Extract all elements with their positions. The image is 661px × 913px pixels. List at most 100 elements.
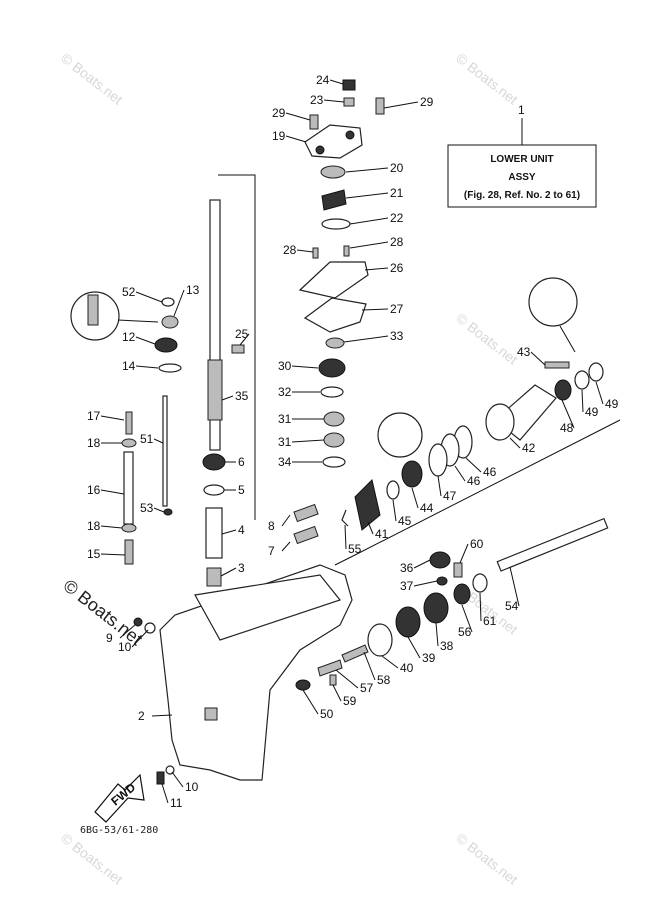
callout-40: 40 — [400, 661, 414, 675]
callout-56: 56 — [458, 625, 472, 639]
callout-33: 33 — [390, 329, 404, 343]
callout-10: 10 — [185, 780, 199, 794]
gearcase-housing — [133, 564, 353, 785]
callout-42: 42 — [522, 441, 536, 455]
callout-leader — [344, 524, 347, 550]
callout-15: 15 — [87, 547, 101, 561]
callout-7: 7 — [268, 544, 275, 558]
callout-18: 18 — [87, 436, 101, 450]
case-top-face — [194, 574, 342, 641]
callout-24: 24 — [316, 73, 330, 87]
callout-29: 29 — [420, 95, 434, 109]
callout-leader — [509, 566, 520, 607]
callout-leader — [135, 336, 156, 345]
part-20-liner — [320, 165, 346, 179]
detail-leader — [117, 319, 159, 323]
callout-18: 18 — [87, 519, 101, 533]
part-49 — [574, 370, 590, 390]
callout-53: 53 — [140, 501, 154, 515]
part-6 — [202, 453, 226, 471]
callout-51: 51 — [140, 432, 154, 446]
drive-shaft-parts — [70, 174, 319, 587]
part-53 — [163, 508, 173, 516]
callout-leader — [479, 592, 482, 622]
callout-leader — [509, 437, 521, 449]
part-29 — [375, 97, 385, 115]
callout-35: 35 — [235, 389, 249, 403]
callout-leader — [100, 525, 123, 529]
callout-31: 31 — [278, 435, 292, 449]
callout-leader — [220, 567, 237, 577]
part-55 — [341, 509, 349, 527]
callout-leader — [296, 249, 314, 253]
callout-leader — [407, 636, 421, 659]
drawing-code: 6BG-53/61-280 — [80, 825, 158, 836]
part-24 — [342, 79, 356, 91]
callout-14: 14 — [122, 359, 136, 373]
part-44 — [401, 460, 423, 488]
callout-leader — [100, 553, 126, 556]
callout-leader — [363, 651, 376, 681]
part-31 — [323, 432, 345, 448]
callout-28: 28 — [283, 243, 297, 257]
callout-leader — [291, 439, 325, 443]
callout-19: 19 — [272, 129, 286, 143]
callout-21: 21 — [390, 186, 404, 200]
callout-leader — [131, 629, 149, 648]
callout-leader — [454, 465, 466, 482]
part-13 — [161, 315, 179, 329]
part-36-pinion — [429, 551, 451, 569]
part-54-prop-shaft — [496, 517, 609, 572]
callout-6: 6 — [238, 455, 245, 469]
part-7 — [293, 525, 319, 545]
part-29 — [309, 114, 319, 130]
callout-leader — [595, 381, 604, 405]
part-11 — [156, 771, 165, 785]
part-23 — [343, 97, 355, 107]
part-30 — [318, 358, 346, 378]
callout-46: 46 — [467, 474, 481, 488]
part-27-gasket — [303, 297, 367, 333]
callout-5: 5 — [238, 483, 245, 497]
part-41-gear — [354, 479, 381, 531]
callout-44: 44 — [420, 501, 434, 515]
callout-leader — [465, 457, 482, 473]
callout-43: 43 — [517, 345, 531, 359]
part-43 — [544, 361, 570, 369]
part-8 — [293, 503, 319, 523]
callout-leader — [413, 559, 431, 569]
callout-leader — [349, 217, 389, 225]
part-5 — [203, 484, 225, 496]
callout-leader — [367, 521, 374, 535]
part-61 — [472, 573, 488, 593]
callout-30: 30 — [278, 359, 292, 373]
callout-leader — [239, 333, 250, 346]
watermark: © Boats.net — [58, 50, 126, 108]
callout-leader — [349, 241, 389, 249]
watermark: © Boats.net — [453, 310, 521, 368]
title-box-frame — [447, 144, 597, 208]
part-40 — [367, 623, 393, 657]
part-34 — [322, 456, 346, 468]
part-28 — [312, 247, 319, 259]
callout-50: 50 — [320, 707, 334, 721]
part-12 — [154, 337, 178, 353]
prop-shaft-parts — [295, 277, 621, 691]
callout-leader — [153, 507, 165, 513]
callout-49: 49 — [605, 397, 619, 411]
callout-leader — [291, 365, 319, 369]
part-51-rod — [162, 395, 168, 507]
callout-11: 11 — [170, 796, 183, 810]
callout-16: 16 — [87, 483, 101, 497]
callout-leader — [345, 192, 389, 199]
bracket-line — [334, 419, 621, 566]
part-37 — [436, 576, 448, 586]
part-18 — [121, 523, 137, 533]
callout-26: 26 — [390, 261, 404, 275]
callout-leader — [153, 438, 164, 444]
callout-leader — [100, 415, 125, 421]
part-33 — [325, 337, 345, 349]
callout-39: 39 — [422, 651, 436, 665]
callout-leader — [411, 487, 419, 509]
callout-leader — [345, 167, 389, 173]
